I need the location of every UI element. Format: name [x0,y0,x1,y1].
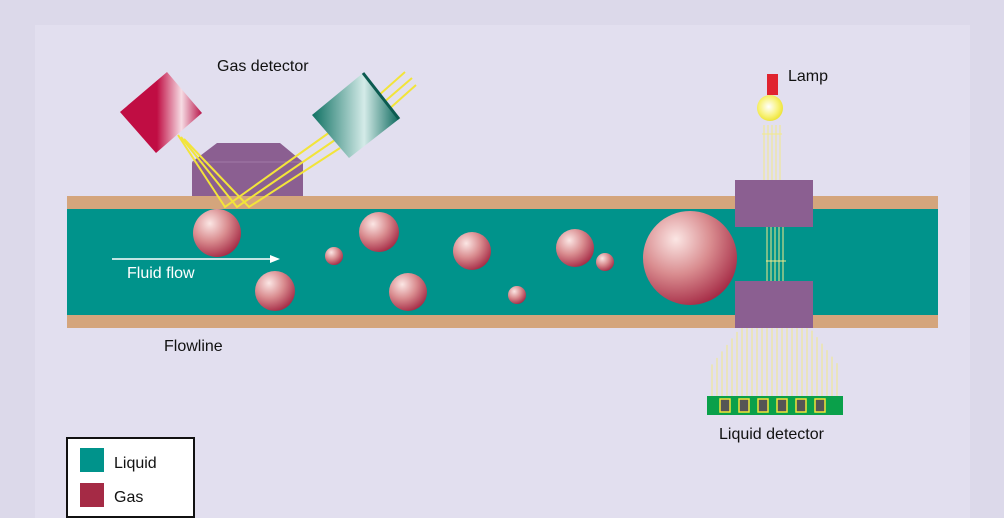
scattered-beams [711,328,838,396]
detector-cell [719,398,731,413]
flow-arrow-icon [112,255,280,263]
detector-cells [719,398,826,413]
legend: Liquid Gas [66,437,195,518]
gas-bubble [325,247,343,265]
gas-bubble-large [643,211,737,305]
pipe-top-wall [67,196,938,209]
gas-bubbles [193,209,737,311]
liquid-detector-label: Liquid detector [719,426,824,443]
lamp-bulb-icon [757,95,783,121]
lamp-beams [762,125,786,281]
gas-bubble [556,229,594,267]
detector-cell [814,398,826,413]
gas-bubble [255,271,295,311]
light-source-block [120,72,202,153]
gas-bubble [453,232,491,270]
gas-bubble [193,209,241,257]
lamp-label: Lamp [788,68,829,85]
legend-label-liquid: Liquid [114,455,157,472]
legend-label-gas: Gas [114,489,144,506]
gas-bubble [596,253,614,271]
upper-window [735,180,813,227]
detector-cell [757,398,769,413]
liquid-detector-assembly [707,74,843,415]
detector-cell [738,398,750,413]
prism-window [192,143,303,196]
fluid-flow-label: Fluid flow [127,265,195,282]
gas-bubble [508,286,526,304]
gas-beams [177,71,417,209]
detector-cell [776,398,788,413]
gas-bubble [359,212,399,252]
gas-bubble [389,273,427,311]
gas-detector [120,71,417,209]
lamp-base [767,74,778,95]
legend-swatch-gas [80,483,104,507]
gas-sensor-cylinder [312,73,399,158]
legend-swatch-liquid [80,448,104,472]
flowline-label: Flowline [164,338,223,355]
pipe-bottom-wall [67,315,938,328]
gas-detector-label: Gas detector [217,58,309,75]
detector-cell [795,398,807,413]
lower-window [735,281,813,328]
